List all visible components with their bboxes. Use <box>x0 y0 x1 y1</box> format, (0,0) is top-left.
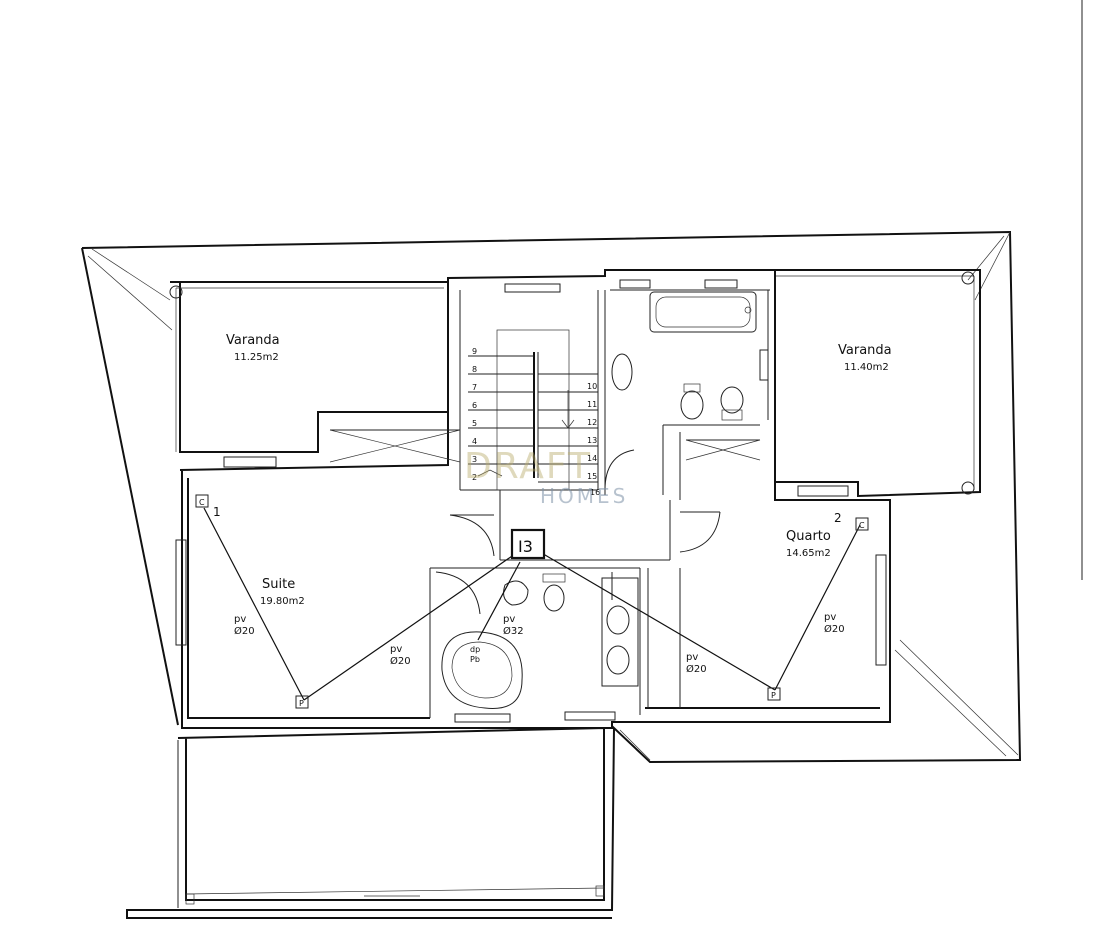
step-label: 13 <box>587 436 597 445</box>
washbasin <box>606 605 630 635</box>
step-label: 10 <box>587 382 597 391</box>
box-p-label: P <box>771 691 776 700</box>
junction-box-c <box>195 494 209 508</box>
varanda-left <box>169 281 449 453</box>
staircase <box>468 329 598 491</box>
junction-box-p <box>767 687 781 701</box>
upper-bathroom-fixtures <box>611 291 757 421</box>
step-label: 5 <box>472 419 477 428</box>
box-c-label: C <box>199 498 205 507</box>
roof-outline <box>81 230 1022 919</box>
room-area-varanda: 11.25m2 <box>234 352 279 363</box>
step-label: 15 <box>587 472 597 481</box>
conduit-type: pv <box>234 614 246 625</box>
box-p-label: P <box>299 699 304 708</box>
room-number: 2 <box>834 511 842 525</box>
column-circle <box>169 285 183 299</box>
doors <box>435 449 721 615</box>
electrical-panel <box>510 528 546 560</box>
step-label: 16 <box>590 488 600 497</box>
column-circle <box>961 271 975 285</box>
step-label: 3 <box>472 455 477 464</box>
room-name-quarto: Quarto <box>786 529 831 544</box>
step-label: 11 <box>587 400 597 409</box>
varanda-right <box>774 269 981 498</box>
toilet <box>720 386 744 414</box>
bath-label: Pb <box>470 655 480 664</box>
step-label: 6 <box>472 401 477 410</box>
conduit-type: pv <box>390 644 402 655</box>
main-walls <box>179 269 891 729</box>
conduit-diameter: Ø20 <box>686 663 707 675</box>
washbasin <box>606 645 630 675</box>
room-labels: Varanda 11.25m2 Varanda 11.40m2 Suite 19… <box>226 333 892 607</box>
toilet <box>543 584 565 612</box>
bidet <box>680 390 704 420</box>
junction-box-c <box>855 517 869 531</box>
room-name-suite: Suite <box>262 577 295 592</box>
watermark-draft: DRAFT <box>464 446 592 487</box>
bathtub <box>649 291 757 333</box>
lower-terrace <box>177 726 605 908</box>
step-label: 14 <box>587 454 597 463</box>
box-c-label: C <box>859 521 865 530</box>
conduit-diameter: Ø20 <box>824 623 845 635</box>
column-circle <box>961 481 975 495</box>
step-label: 2 <box>472 473 477 482</box>
electrical-boxes: C C P P I3 1 2 <box>195 494 869 709</box>
conduit-diameter: Ø20 <box>390 655 411 667</box>
windows <box>175 279 887 723</box>
electrical-wiring <box>203 507 861 701</box>
watermark-homes: HOMES <box>540 484 628 508</box>
bidet <box>503 580 529 606</box>
conduit-diameter: Ø32 <box>503 625 524 637</box>
suite-bathroom-fixtures <box>441 573 639 709</box>
bath-label: dp <box>470 645 480 654</box>
conduit-type: pv <box>503 614 515 625</box>
watermark: DRAFT HOMES <box>464 446 628 508</box>
step-label: 8 <box>472 365 477 374</box>
panel-label: I3 <box>518 537 533 556</box>
washbasin <box>611 353 633 391</box>
conduit-type: pv <box>824 612 836 623</box>
conduit-diameter: Ø20 <box>234 625 255 637</box>
conduit-type: pv <box>686 652 698 663</box>
room-name-varanda: Varanda <box>838 343 892 358</box>
step-label: 4 <box>472 437 477 446</box>
corner-bathtub <box>441 631 523 709</box>
step-label: 7 <box>472 383 477 392</box>
room-number: 1 <box>213 505 221 519</box>
room-area-suite: 19.80m2 <box>260 596 305 607</box>
stair-step-numbers: 9 8 7 6 5 4 3 2 10 11 12 13 14 15 16 <box>472 347 600 497</box>
room-area-quarto: 14.65m2 <box>786 548 831 559</box>
junction-box-p <box>295 695 309 709</box>
vanity <box>601 577 639 687</box>
conduit-labels: pv Ø20 pv Ø20 pv Ø32 pv Ø20 pv Ø20 dp Pb <box>234 612 845 675</box>
room-area-varanda: 11.40m2 <box>844 362 889 373</box>
step-label: 12 <box>587 418 597 427</box>
step-label: 9 <box>472 347 477 356</box>
room-name-varanda: Varanda <box>226 333 280 348</box>
